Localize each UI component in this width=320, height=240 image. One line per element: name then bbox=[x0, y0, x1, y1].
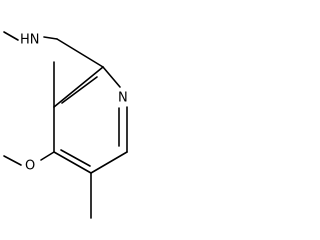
amine-nh-label: HN bbox=[20, 33, 40, 48]
pyridine-nitrogen-label: N bbox=[118, 91, 128, 106]
bond-c5-c4 bbox=[53, 151, 92, 174]
methoxy-oxygen-label: O bbox=[25, 159, 35, 174]
bond-c6-c5 bbox=[90, 151, 128, 174]
bond-nmethyl bbox=[3, 31, 19, 41]
double-bond-c4-c5 bbox=[60, 149, 91, 167]
chemical-structure-diagram: HN N O bbox=[3, 31, 128, 219]
bond-c3-c2 bbox=[53, 66, 104, 108]
double-bond-c2-c3 bbox=[61, 76, 98, 104]
bond-ch2-c2 bbox=[56, 38, 104, 68]
bond-c4-o bbox=[40, 151, 55, 161]
bond-o-methyl bbox=[3, 155, 22, 166]
bond-c2-n1 bbox=[102, 66, 121, 88]
bond-nh-ch2 bbox=[43, 36, 58, 40]
